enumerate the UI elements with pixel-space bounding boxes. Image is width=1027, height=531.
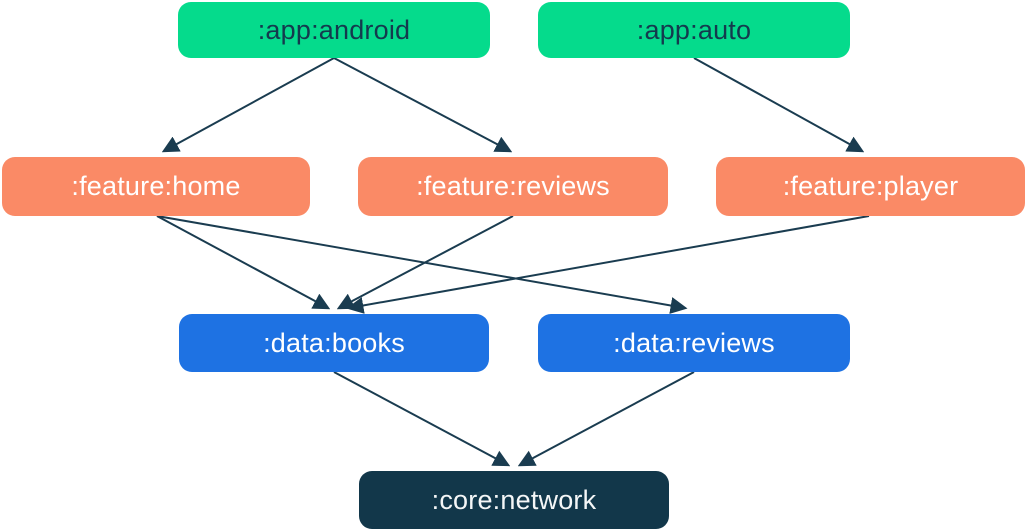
node-label: :feature:reviews xyxy=(416,171,610,201)
node-feature-home: :feature:home xyxy=(2,157,310,216)
node-data-books: :data:books xyxy=(179,314,489,372)
edge-app-android-to-feature-home xyxy=(161,57,335,153)
node-core-network: :core:network xyxy=(359,471,669,529)
node-label: :app:android xyxy=(257,14,411,45)
node-feature-player: :feature:player xyxy=(716,157,1025,216)
node-app-auto: :app:auto xyxy=(538,2,850,58)
node-app-android: :app:android xyxy=(178,2,490,58)
node-label: :app:auto xyxy=(636,14,752,45)
node-feature-reviews: :feature:reviews xyxy=(358,157,668,216)
edge-data-books-to-core-network xyxy=(333,371,511,467)
edge-feature-home-to-data-reviews xyxy=(156,215,688,314)
node-label: :data:books xyxy=(263,327,405,358)
node-label: :data:reviews xyxy=(613,327,775,358)
edge-feature-home-to-data-books xyxy=(156,215,331,310)
node-label: :feature:player xyxy=(782,171,959,201)
node-label: :feature:home xyxy=(71,171,241,201)
edge-feature-reviews-to-data-books xyxy=(336,215,514,310)
edge-feature-player-to-data-books xyxy=(346,215,870,314)
edge-data-reviews-to-core-network xyxy=(517,371,695,467)
edge-app-auto-to-feature-player xyxy=(693,57,865,153)
node-label: :core:network xyxy=(431,484,597,515)
node-data-reviews: :data:reviews xyxy=(538,314,850,372)
edge-app-android-to-feature-reviews xyxy=(333,57,513,153)
